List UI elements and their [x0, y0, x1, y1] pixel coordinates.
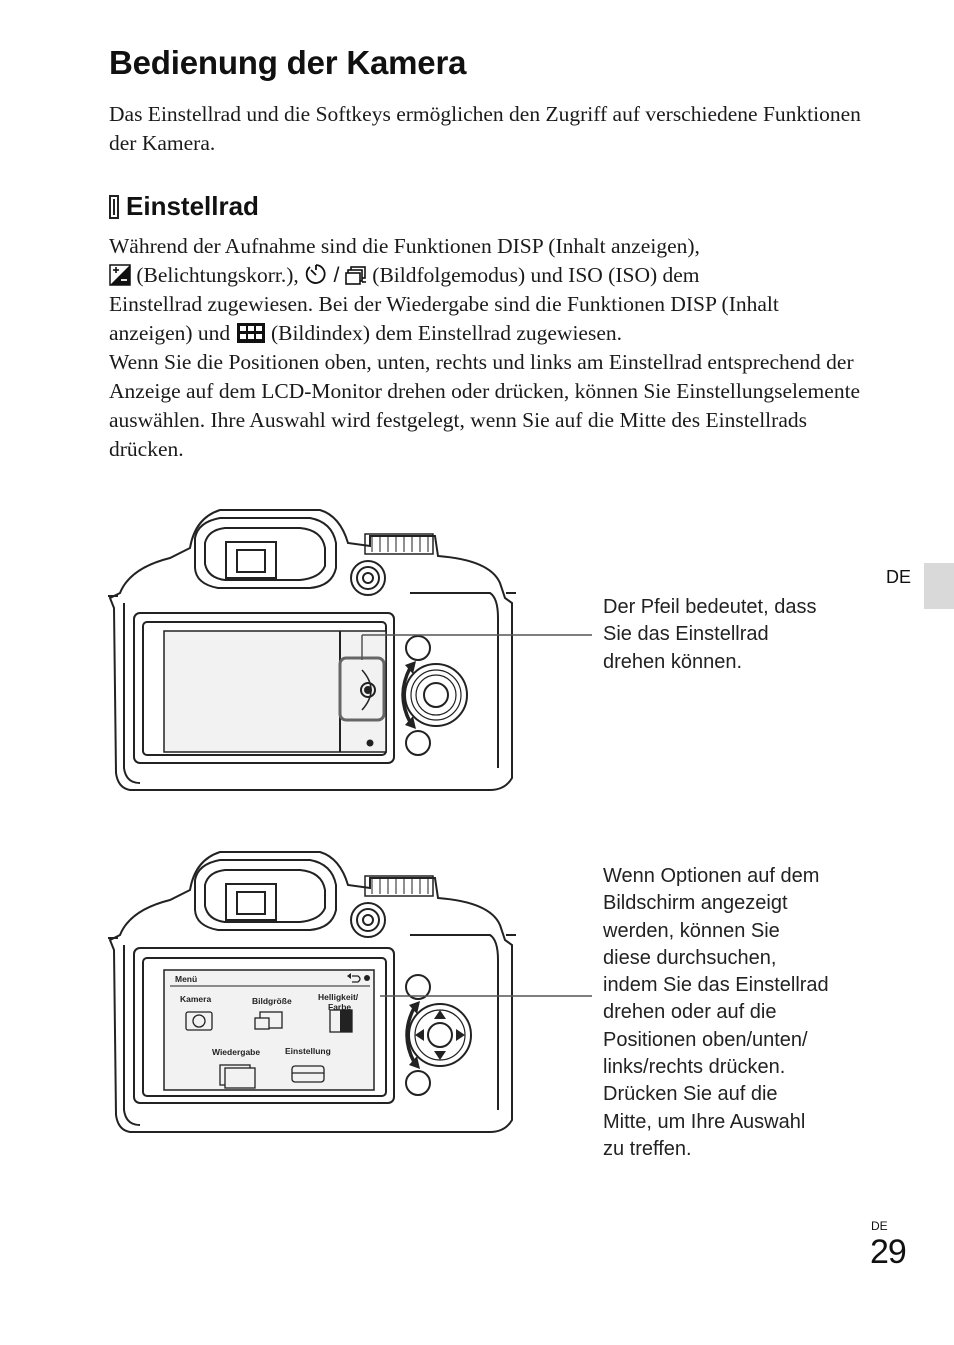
- section-heading: Einstellrad: [109, 191, 259, 222]
- menu-item-einstellung: Einstellung: [285, 1046, 331, 1056]
- page-title: Bedienung der Kamera: [109, 44, 467, 81]
- figure1-caption: Der Pfeil bedeutet, dass Sie das Einstel…: [603, 596, 817, 673]
- menu-item-wiedergabe: Wiedergabe: [212, 1047, 260, 1057]
- menu-item-helligkeit: Helligkeit/: [318, 992, 359, 1002]
- menu-item-bildgroesse: Bildgröße: [252, 996, 292, 1006]
- para1-line2: (Belichtungskorr.), / (Bildfolgemodus) u…: [109, 261, 879, 290]
- menu-item-farbe: Farbe: [328, 1002, 351, 1012]
- menu-screen-text: Menü Kamera Bildgröße Helligkeit/ Farbe …: [175, 974, 359, 1057]
- slash-separator-icon: /: [333, 263, 340, 287]
- exposure-compensation-icon: [109, 264, 131, 286]
- side-tab: [924, 563, 954, 609]
- side-language-label: DE: [886, 567, 912, 587]
- self-timer-icon: [305, 264, 326, 284]
- image-index-icon: [236, 323, 265, 343]
- figure2-caption: Wenn Optionen auf dem Bildschirm angezei…: [603, 865, 829, 1160]
- para1-line4: anzeigen) und (Bildindex) dem Einstellra…: [109, 321, 623, 345]
- burst-mode-icon: [345, 266, 366, 285]
- camera-illustration-2: Menü Kamera Bildgröße Helligkeit/ Farbe …: [108, 851, 592, 1133]
- para1-line1: Während der Aufnahme sind die Funktionen…: [109, 234, 700, 258]
- section-body: Während der Aufnahme sind die Funktionen…: [109, 232, 879, 464]
- page-number: 29: [870, 1233, 907, 1271]
- camera-illustration-1: [108, 509, 592, 791]
- para2: Wenn Sie die Positionen oben, unten, rec…: [109, 350, 861, 461]
- para1-line3: Einstellrad zugewiesen. Bei der Wiederga…: [109, 292, 779, 316]
- section-marker-icon: [109, 194, 119, 219]
- section-heading-text: Einstellrad: [126, 191, 259, 221]
- menu-item-kamera: Kamera: [180, 994, 211, 1004]
- back-icon: [347, 973, 370, 983]
- footer-language: DE: [871, 1219, 888, 1233]
- intro-text: Das Einstellrad und die Softkeys ermögli…: [109, 102, 861, 155]
- menu-header: Menü: [175, 974, 197, 984]
